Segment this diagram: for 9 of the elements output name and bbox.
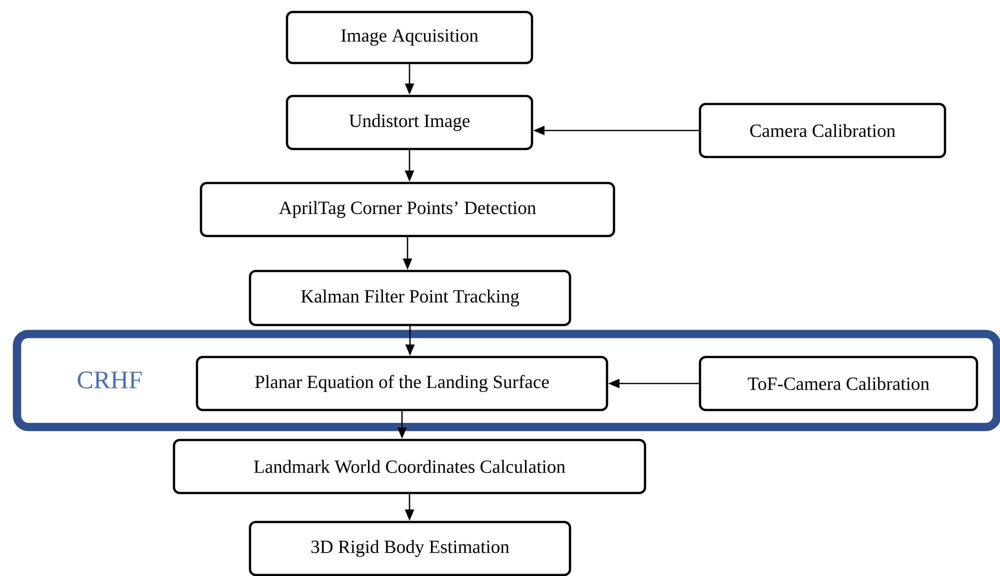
process-box: Kalman Filter Point Tracking xyxy=(248,270,572,326)
process-box: ToF-Camera Calibration xyxy=(698,356,978,412)
process-box: Undistort Image xyxy=(286,94,534,150)
process-box: 3D Rigid Body Estimation xyxy=(248,520,572,576)
process-box: Landmark World Coordinates Calculation xyxy=(172,438,646,494)
process-box: AprilTag Corner Points’ Detection xyxy=(200,182,616,238)
process-box: Image Aqcuisition xyxy=(286,10,534,64)
process-box: Camera Calibration xyxy=(698,102,946,158)
process-box: Planar Equation of the Landing Surface xyxy=(196,356,608,412)
